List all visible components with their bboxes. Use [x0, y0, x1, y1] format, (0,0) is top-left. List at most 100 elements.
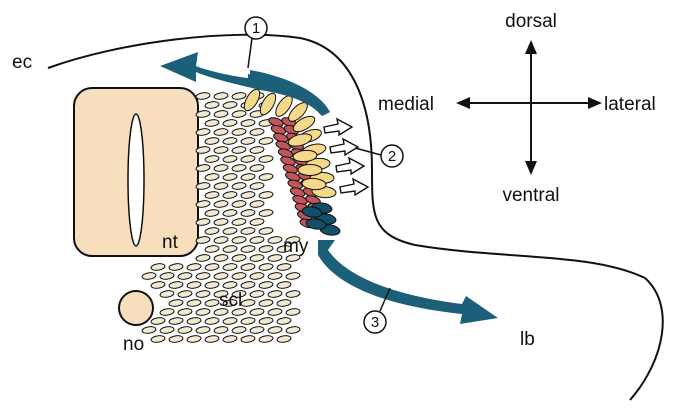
- sclerotome-cell: [241, 155, 256, 163]
- sclerotome-cell: [223, 245, 238, 253]
- route-1-number: 1: [252, 20, 260, 37]
- label-limb-bud: lb: [520, 329, 535, 350]
- sclerotome-cell: [286, 308, 301, 316]
- sclerotome-cell: [232, 146, 247, 154]
- sclerotome-cell: [205, 281, 220, 289]
- sclerotome-cell: [205, 155, 220, 163]
- sclerotome-cell: [214, 272, 229, 280]
- sclerotome-cell: [250, 326, 265, 334]
- route-2-leader: [355, 148, 381, 155]
- sclerotome-cell: [232, 326, 247, 334]
- sclerotome-cell: [178, 308, 193, 316]
- compass-arrow-lateral: [588, 97, 602, 109]
- sclerotome-cell: [250, 272, 265, 280]
- sclerotome-cell: [205, 101, 220, 109]
- route-2-arrow-b: [330, 139, 358, 155]
- sclerotome-cell: [205, 173, 220, 181]
- sclerotome-cell: [178, 272, 193, 280]
- sclerotome-cell: [277, 299, 292, 307]
- sclerotome-cell: [169, 335, 184, 343]
- label-notochord: no: [123, 334, 144, 355]
- sclerotome-cell: [241, 317, 256, 325]
- sclerotome-cell: [259, 245, 274, 253]
- sclerotome-cell: [223, 209, 238, 217]
- compass-arrow-medial: [456, 97, 470, 109]
- sclerotome-cell: [205, 299, 220, 307]
- sclerotome-cell: [196, 92, 211, 100]
- sclerotome-cell: [223, 101, 238, 109]
- sclerotome-cell: [259, 137, 274, 145]
- sclerotome-cell: [259, 263, 274, 271]
- sclerotome-cell: [151, 281, 166, 289]
- sclerotome-cell: [196, 254, 211, 262]
- sclerotome-cell: [214, 254, 229, 262]
- sclerotome-cell: [241, 299, 256, 307]
- sclerotome-cell: [214, 128, 229, 136]
- sclerotome-cell: [223, 155, 238, 163]
- sclerotome-cell: [286, 272, 301, 280]
- sclerotome-cell: [223, 317, 238, 325]
- sclerotome-cell: [160, 308, 175, 316]
- sclerotome-cell: [178, 290, 193, 298]
- sclerotome-cell: [223, 119, 238, 127]
- sclerotome-cell: [214, 326, 229, 334]
- sclerotome-cell: [241, 137, 256, 145]
- sclerotome-cell: [232, 164, 247, 172]
- dermomyotome-cell: [241, 87, 263, 113]
- orientation-compass: dorsal ventral medial lateral: [378, 11, 656, 206]
- route-1-marker: 1: [245, 17, 267, 68]
- sclerotome-cell: [169, 299, 184, 307]
- sclerotome-cell: [286, 326, 301, 334]
- sclerotome-cell: [214, 236, 229, 244]
- sclerotome-cell: [259, 317, 274, 325]
- sclerotome-cell: [241, 335, 256, 343]
- sclerotome-cell: [241, 191, 256, 199]
- sclerotome-cell: [223, 335, 238, 343]
- sclerotome-cell: [232, 272, 247, 280]
- sclerotome-cell: [250, 254, 265, 262]
- compass-arrow-dorsal: [525, 40, 537, 54]
- sclerotome-cell: [259, 227, 274, 235]
- sclerotome-cell: [241, 173, 256, 181]
- label-myotome: my: [283, 236, 309, 257]
- sclerotome-cell: [241, 227, 256, 235]
- sclerotome-cell: [250, 182, 265, 190]
- sclerotome-cell: [214, 110, 229, 118]
- sclerotome-cell: [241, 119, 256, 127]
- sclerotome-cell: [259, 209, 274, 217]
- sclerotome-cell: [169, 281, 184, 289]
- sclerotome-cell: [250, 290, 265, 298]
- sclerotome-cell: [232, 128, 247, 136]
- sclerotome-cell: [259, 281, 274, 289]
- sclerotome-cell: [268, 272, 283, 280]
- sclerotome-cell: [214, 146, 229, 154]
- sclerotome-cell: [178, 326, 193, 334]
- sclerotome-cell: [286, 290, 301, 298]
- sclerotome-cell: [169, 317, 184, 325]
- sclerotome-cell: [241, 263, 256, 271]
- compass-arrow-ventral: [525, 161, 537, 175]
- sclerotome-cell: [232, 218, 247, 226]
- sclerotome-cell: [205, 119, 220, 127]
- sclerotome-cell: [250, 164, 265, 172]
- sclerotome-cell: [205, 245, 220, 253]
- sclerotome-cell: [160, 290, 175, 298]
- notochord: [119, 291, 153, 325]
- sclerotome-cell: [205, 191, 220, 199]
- sclerotome-cell: [205, 335, 220, 343]
- route-2-arrow-c: [336, 158, 364, 174]
- sclerotome-cell: [277, 281, 292, 289]
- sclerotome-cell: [241, 245, 256, 253]
- sclerotome-cell: [259, 299, 274, 307]
- sclerotome-cell: [187, 281, 202, 289]
- sclerotome-cell: [214, 218, 229, 226]
- dermomyotome-cell: [298, 165, 322, 176]
- sclerotome-cell: [223, 191, 238, 199]
- sclerotome-cell: [205, 209, 220, 217]
- route-2-arrows: [324, 119, 368, 195]
- sclerotome-cell: [250, 146, 265, 154]
- sclerotome-cell: [214, 200, 229, 208]
- sclerotome-cell: [250, 200, 265, 208]
- sclerotome-cell: [232, 182, 247, 190]
